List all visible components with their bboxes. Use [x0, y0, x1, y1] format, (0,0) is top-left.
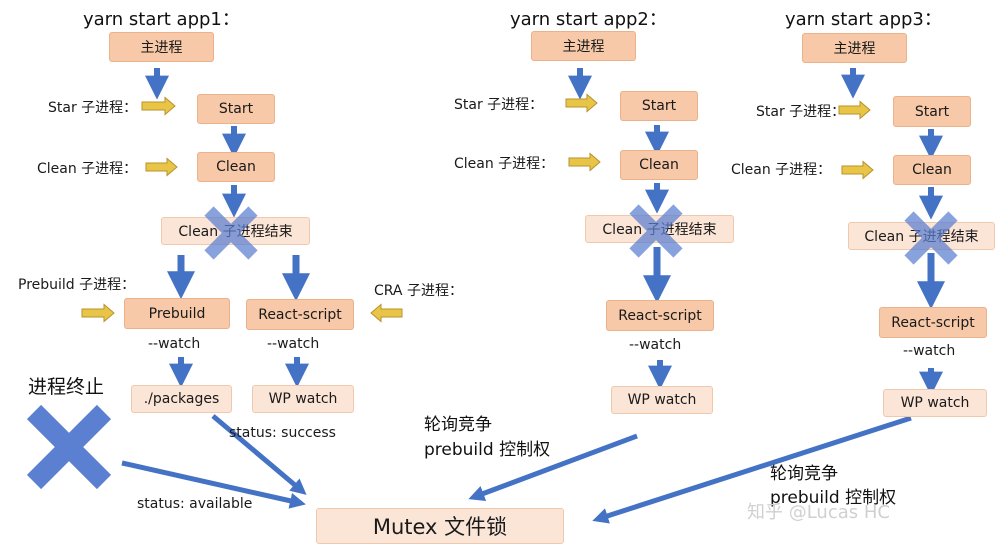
app2-react-script-box: React-script [606, 300, 714, 331]
app2-wp-watch-box: WP watch [611, 386, 713, 414]
app3-poll-line2: prebuild 控制权 [770, 488, 897, 508]
cross-icon [26, 404, 112, 490]
app1-clean-label: Clean 子进程： [37, 161, 138, 177]
app3-star-label: Star 子进程： [756, 104, 846, 120]
app2-clean-label: Clean 子进程： [454, 156, 555, 172]
app2-start-box: Start [620, 91, 698, 121]
right-arrow-icon [141, 96, 176, 116]
right-arrow-icon [145, 157, 178, 177]
app3-title: yarn start app3： [785, 9, 942, 30]
cross-icon [629, 204, 683, 258]
right-arrow-icon [838, 100, 871, 120]
app1-status-success: status: success [229, 425, 336, 441]
app2-main-process: 主进程 [531, 31, 636, 61]
app2-title: yarn start app2： [510, 9, 667, 30]
app1-packages-box: ./packages [131, 385, 232, 413]
app3-start-box: Start [893, 96, 971, 127]
poll-arrow-app2 [468, 433, 638, 501]
app1-prebuild-label: Prebuild 子进程： [18, 277, 136, 293]
status-available-arrow [121, 460, 306, 509]
right-arrow-icon [565, 93, 598, 113]
app3-clean-box: Clean [893, 155, 971, 185]
app1-cra-label: CRA 子进程： [374, 283, 463, 299]
watermark-text: 知乎 @Lucas HC [747, 502, 890, 523]
process-terminated-label: 进程终止 [28, 376, 105, 398]
app3-poll-line1: 轮询竞争 [770, 464, 838, 484]
app2-clean-box: Clean [620, 150, 698, 180]
app1-star-label: Star 子进程： [48, 100, 138, 116]
cross-icon [904, 211, 958, 265]
app3-watch: --watch [903, 343, 956, 359]
app1-start-box: Start [197, 94, 275, 124]
mutex-file-lock-box: Mutex 文件锁 [316, 508, 564, 544]
status-success-arrow [211, 414, 307, 495]
right-arrow-icon [568, 152, 601, 172]
poll-arrow-app3 [592, 415, 912, 524]
app1-prebuild-box: Prebuild [124, 298, 230, 329]
app1-watch-right: --watch [267, 336, 320, 352]
app1-title: yarn start app1： [83, 9, 240, 30]
app3-wp-watch-box: WP watch [883, 389, 987, 417]
app3-main-process: 主进程 [802, 33, 907, 63]
app1-wp-watch-box: WP watch [252, 385, 354, 413]
app1-clean-box: Clean [197, 152, 275, 182]
app3-react-script-box: React-script [879, 307, 987, 338]
app3-clean-label: Clean 子进程： [731, 162, 832, 178]
app2-watch: --watch [629, 337, 682, 353]
app2-poll-line1: 轮询竞争 [424, 415, 492, 435]
app1-main-process: 主进程 [109, 32, 214, 62]
app1-watch-left: --watch [148, 336, 201, 352]
left-arrow-icon [370, 303, 403, 323]
status-available-label: status: available [137, 496, 253, 512]
right-arrow-icon [841, 160, 874, 180]
cross-icon [204, 206, 258, 260]
right-arrow-icon [81, 303, 115, 323]
app2-star-label: Star 子进程： [454, 97, 544, 113]
app1-react-script-box: React-script [246, 299, 354, 330]
app2-poll-line2: prebuild 控制权 [424, 440, 551, 460]
